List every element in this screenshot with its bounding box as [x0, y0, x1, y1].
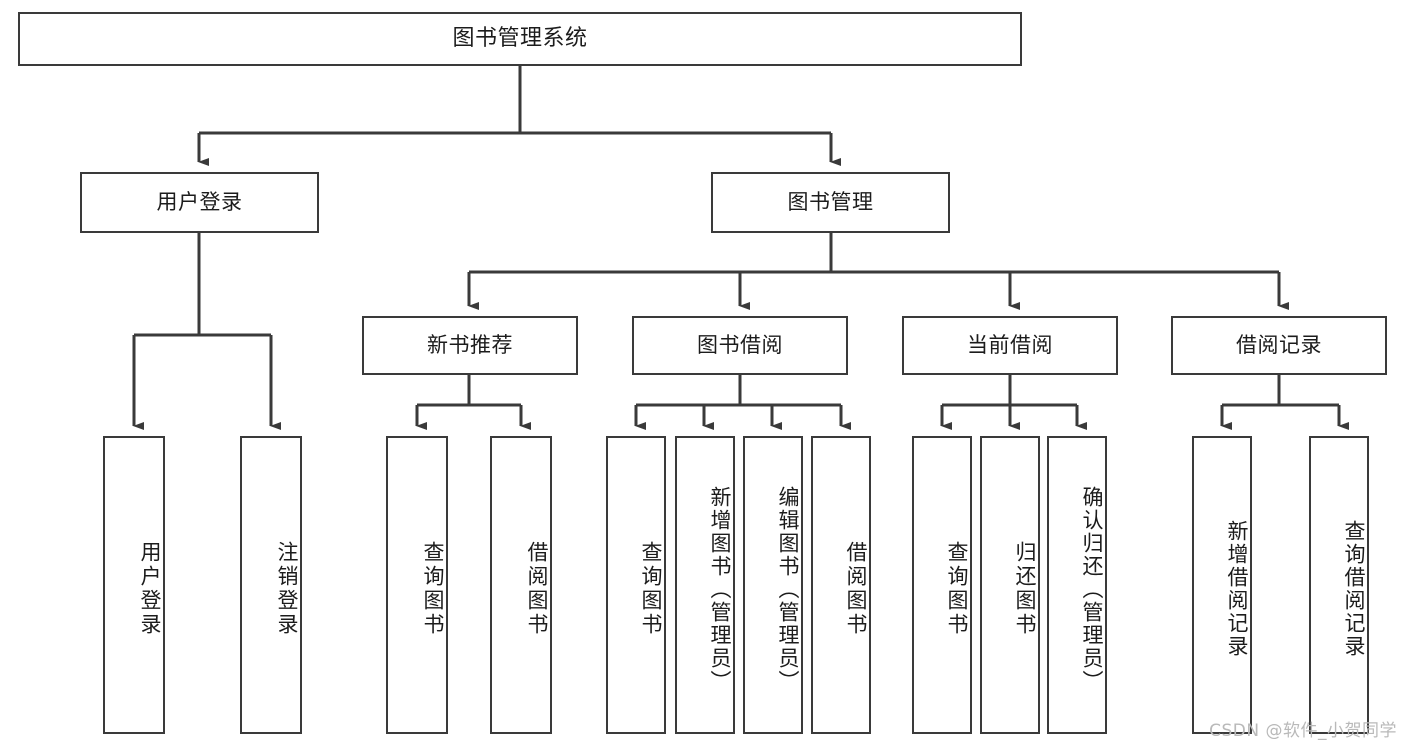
node-leaf-user-login[interactable]: 用户登录 — [103, 436, 165, 734]
node-leaf-add-record[interactable]: 新增借阅记录 — [1192, 436, 1252, 734]
node-leaf-query-book-1-label: 查询图书 — [421, 541, 445, 637]
node-leaf-add-book-label: 新增图书（管理员） — [708, 485, 732, 693]
node-leaf-borrow-book-2-label: 借阅图书 — [844, 541, 868, 637]
node-leaf-query-book-2-label: 查询图书 — [639, 541, 663, 637]
node-leaf-add-record-label: 新增借阅记录 — [1225, 520, 1249, 658]
node-leaf-borrow-book-1-label: 借阅图书 — [525, 541, 549, 637]
node-leaf-return-book[interactable]: 归还图书 — [980, 436, 1040, 734]
node-borrow-record-label: 借阅记录 — [1236, 332, 1322, 357]
node-leaf-borrow-book-1[interactable]: 借阅图书 — [490, 436, 552, 734]
csdn-watermark: CSDN @软件_小贺同学 — [1209, 721, 1397, 741]
node-leaf-query-record[interactable]: 查询借阅记录 — [1309, 436, 1369, 734]
node-new-book-recommend-label: 新书推荐 — [427, 332, 513, 357]
node-new-book-recommend[interactable]: 新书推荐 — [362, 316, 578, 375]
node-root-system-label: 图书管理系统 — [452, 25, 588, 51]
node-leaf-return-book-label: 归还图书 — [1013, 541, 1037, 637]
node-leaf-logout-login[interactable]: 注销登录 — [240, 436, 302, 734]
node-leaf-confirm-return[interactable]: 确认归还（管理员） — [1047, 436, 1107, 734]
node-leaf-query-book-3[interactable]: 查询图书 — [912, 436, 972, 734]
node-leaf-confirm-return-label: 确认归还（管理员） — [1080, 485, 1104, 693]
node-user-login[interactable]: 用户登录 — [80, 172, 319, 233]
node-book-manage[interactable]: 图书管理 — [711, 172, 950, 233]
node-leaf-add-book[interactable]: 新增图书（管理员） — [675, 436, 735, 734]
node-leaf-edit-book[interactable]: 编辑图书（管理员） — [743, 436, 803, 734]
node-book-borrow[interactable]: 图书借阅 — [632, 316, 848, 375]
node-leaf-borrow-book-2[interactable]: 借阅图书 — [811, 436, 871, 734]
node-current-borrow[interactable]: 当前借阅 — [902, 316, 1118, 375]
node-book-manage-label: 图书管理 — [787, 189, 874, 214]
node-root-system[interactable]: 图书管理系统 — [18, 12, 1022, 66]
node-leaf-logout-login-label: 注销登录 — [275, 541, 299, 637]
node-current-borrow-label: 当前借阅 — [967, 332, 1053, 357]
node-borrow-record[interactable]: 借阅记录 — [1171, 316, 1387, 375]
node-book-borrow-label: 图书借阅 — [697, 332, 783, 357]
node-leaf-user-login-label: 用户登录 — [138, 541, 162, 637]
node-leaf-query-book-1[interactable]: 查询图书 — [386, 436, 448, 734]
node-leaf-query-book-3-label: 查询图书 — [945, 541, 969, 637]
node-leaf-edit-book-label: 编辑图书（管理员） — [776, 485, 800, 693]
node-leaf-query-record-label: 查询借阅记录 — [1342, 520, 1366, 658]
node-leaf-query-book-2[interactable]: 查询图书 — [606, 436, 666, 734]
node-user-login-label: 用户登录 — [156, 189, 243, 214]
